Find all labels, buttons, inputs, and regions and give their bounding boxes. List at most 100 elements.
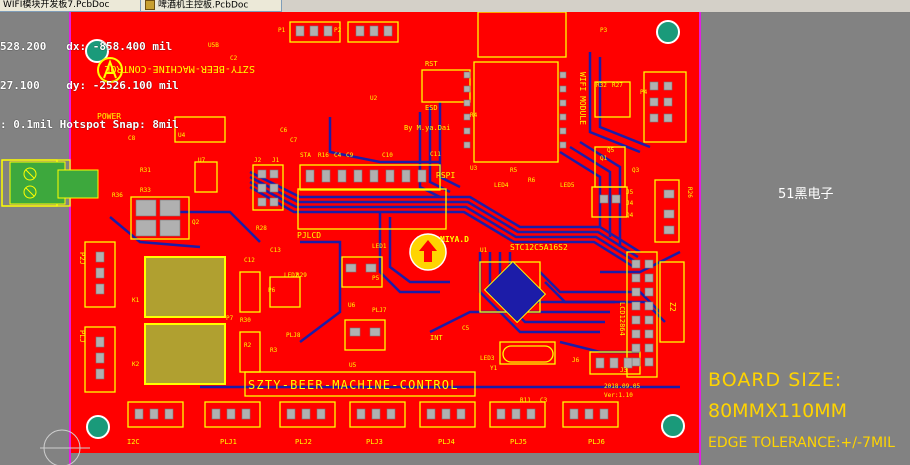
mcu-silk: STC12C5A16S2 <box>510 243 568 252</box>
pcb-canvas[interactable]: SZTY-BEER-MACHINE-CONTROL SZTY-BEER-MACH… <box>0 12 910 465</box>
pjlcd-silk: PJLCD <box>297 231 321 240</box>
silk-ref-label: U6 <box>348 302 356 309</box>
tab-label: 啤酒机主控板.PcbDoc <box>158 0 249 11</box>
miya-logo <box>409 233 447 271</box>
silk-ref-label: P5 <box>372 275 380 282</box>
power-logo <box>97 57 123 83</box>
silk-ref-label: K1 <box>132 297 140 304</box>
silk-ref-label: U2 <box>370 95 378 102</box>
readout-line-x: 528.200 dx: -858.400 mil <box>0 40 173 53</box>
origin-crosshair <box>40 429 90 465</box>
date-silk: 2018.09.05 <box>604 383 641 390</box>
silk-ref-label: P3 <box>600 27 608 34</box>
silk-ref-label: PLJ8 <box>286 332 301 339</box>
silk-ref-label: J6 <box>572 357 580 364</box>
silk-ref-label: LED2 <box>284 272 299 279</box>
silk-ref-label: U7 <box>198 157 206 164</box>
silk-ref-label: R26 <box>686 187 693 198</box>
connector-plj5-silk: PLJ5 <box>510 438 527 446</box>
silk-ref-label: J4 <box>626 200 634 207</box>
plj-silk: PLJ <box>78 330 86 343</box>
silk-ref-label: J1 <box>272 157 280 164</box>
silk-ref-label: LED5 <box>560 182 575 189</box>
tab-beer-machine-pcb[interactable]: 啤酒机主控板.PcbDoc <box>140 0 282 12</box>
silk-ref-label: Q2 <box>192 219 200 226</box>
connector-plj4-silk: PLJ4 <box>438 438 455 446</box>
silkscreen-text: SZTY-BEER-MACHINE-CONTROL SZTY-BEER-MACH… <box>78 60 677 446</box>
power-silk: POWER <box>97 112 121 121</box>
readout-line-y: 27.100 dy: -2526.100 mil <box>0 79 179 92</box>
silk-ref-label: C10 <box>382 152 393 159</box>
board-name-silk: SZTY-BEER-MACHINE-CONTROL <box>248 378 459 392</box>
rst-silk: RST <box>425 60 438 68</box>
relays <box>144 256 226 385</box>
silk-ref-label: P1 <box>278 27 286 34</box>
connector-plj6-silk: PLJ6 <box>588 438 605 446</box>
silk-ref-label: R4 <box>470 112 478 119</box>
mounting-holes <box>85 20 685 439</box>
silk-ref-label: P6 <box>268 287 276 294</box>
silk-ref-label: C4 <box>334 152 342 159</box>
silk-ref-label: C13 <box>270 247 281 254</box>
silk-ref-label: P4 <box>640 89 648 96</box>
silk-ref-label: C3 <box>540 397 548 404</box>
silk-ref-label: U5 <box>349 362 357 369</box>
silk-ref-label: U1 <box>480 247 488 254</box>
silk-ref-label: R36 <box>112 192 123 199</box>
silk-ref-label: R33 <box>140 187 151 194</box>
reference-designators: U5B C2 U1 U2 U3 U4 U5 U6 U7 Q1 Q2 Q3 Q4 … <box>112 27 693 404</box>
document-tab-bar: WIFI模块开发板7.PcbDoc 啤酒机主控板.PcbDoc <box>0 0 910 13</box>
crystal-y1 <box>502 345 554 363</box>
author-silk: By M.ya.Dai <box>404 124 450 132</box>
silk-ref-label: R28 <box>256 225 267 232</box>
silk-ref-label: C11 <box>430 151 441 158</box>
silk-ref-label: C12 <box>244 257 255 264</box>
silk-ref-label: LED3 <box>480 355 495 362</box>
silk-ref-label: R6 <box>528 177 536 184</box>
silk-ref-label: P2 <box>334 27 342 34</box>
silk-ref-label: C5 <box>462 325 470 332</box>
silk-ref-label: R31 <box>140 167 151 174</box>
logo-text-silk: MIYA.D <box>440 235 469 244</box>
silk-ref-label: J2 <box>254 157 262 164</box>
silk-ref-label: R27 <box>612 82 623 89</box>
silk-ref-label: Q1 <box>600 155 608 162</box>
silk-ref-label: LED1 <box>372 243 387 250</box>
lcd-silk: LCD12864 <box>618 302 626 336</box>
silk-ref-label: R5 <box>510 167 518 174</box>
silk-ref-label: Q4 <box>626 212 634 219</box>
silk-ref-label: PLJ7 <box>372 307 387 314</box>
silk-ref-label: U4 <box>178 132 186 139</box>
version-silk: Ver:1.10 <box>604 392 633 399</box>
silk-ref-label: C7 <box>290 137 298 144</box>
silk-ref-label: R3 <box>270 347 278 354</box>
rspi-silk: RSPI <box>436 171 455 180</box>
int-silk: INT <box>430 334 443 342</box>
silk-ref-label: R16 <box>318 152 329 159</box>
edge-tolerance: EDGE TOLERANCE:+/-7MIL <box>708 435 895 451</box>
silk-ref-label: R30 <box>240 317 251 324</box>
pcb-file-icon <box>145 0 155 10</box>
silk-ref-label: K2 <box>132 361 140 368</box>
silk-ref-label: P7 <box>226 315 234 322</box>
silk-ref-label: Q5 <box>607 147 615 154</box>
silk-ref-label: C8 <box>128 135 136 142</box>
silk-ref-label: U3 <box>470 165 478 172</box>
silk-ref-label: C2 <box>230 55 238 62</box>
connector-i2c-silk: I2C <box>127 438 140 446</box>
silk-ref-label: STA <box>300 152 311 159</box>
connector-plj2-silk: PLJ2 <box>295 438 312 446</box>
terminal-block <box>9 161 99 205</box>
mirrored-board-name: SZTY-BEER-MACHINE-CONTROL <box>104 63 255 74</box>
silk-ref-label: R29 <box>296 272 307 279</box>
tab-wifi-module-pcb[interactable]: WIFI模块开发板7.PcbDoc <box>0 0 142 12</box>
silk-ref-label: J3 <box>620 367 628 374</box>
esd-silk: ESD <box>425 104 438 112</box>
mcu-chip <box>483 260 547 324</box>
silk-ref-label: U5B <box>208 42 219 49</box>
board-size-title: BOARD SIZE: <box>708 369 843 391</box>
tab-label: WIFI模块开发板7.PcbDoc <box>3 0 110 10</box>
p2j-silk: P2J <box>78 252 86 265</box>
silk-ref-label: C6 <box>280 127 288 134</box>
wifi-module-silk: WIFI MODULE <box>578 72 587 125</box>
